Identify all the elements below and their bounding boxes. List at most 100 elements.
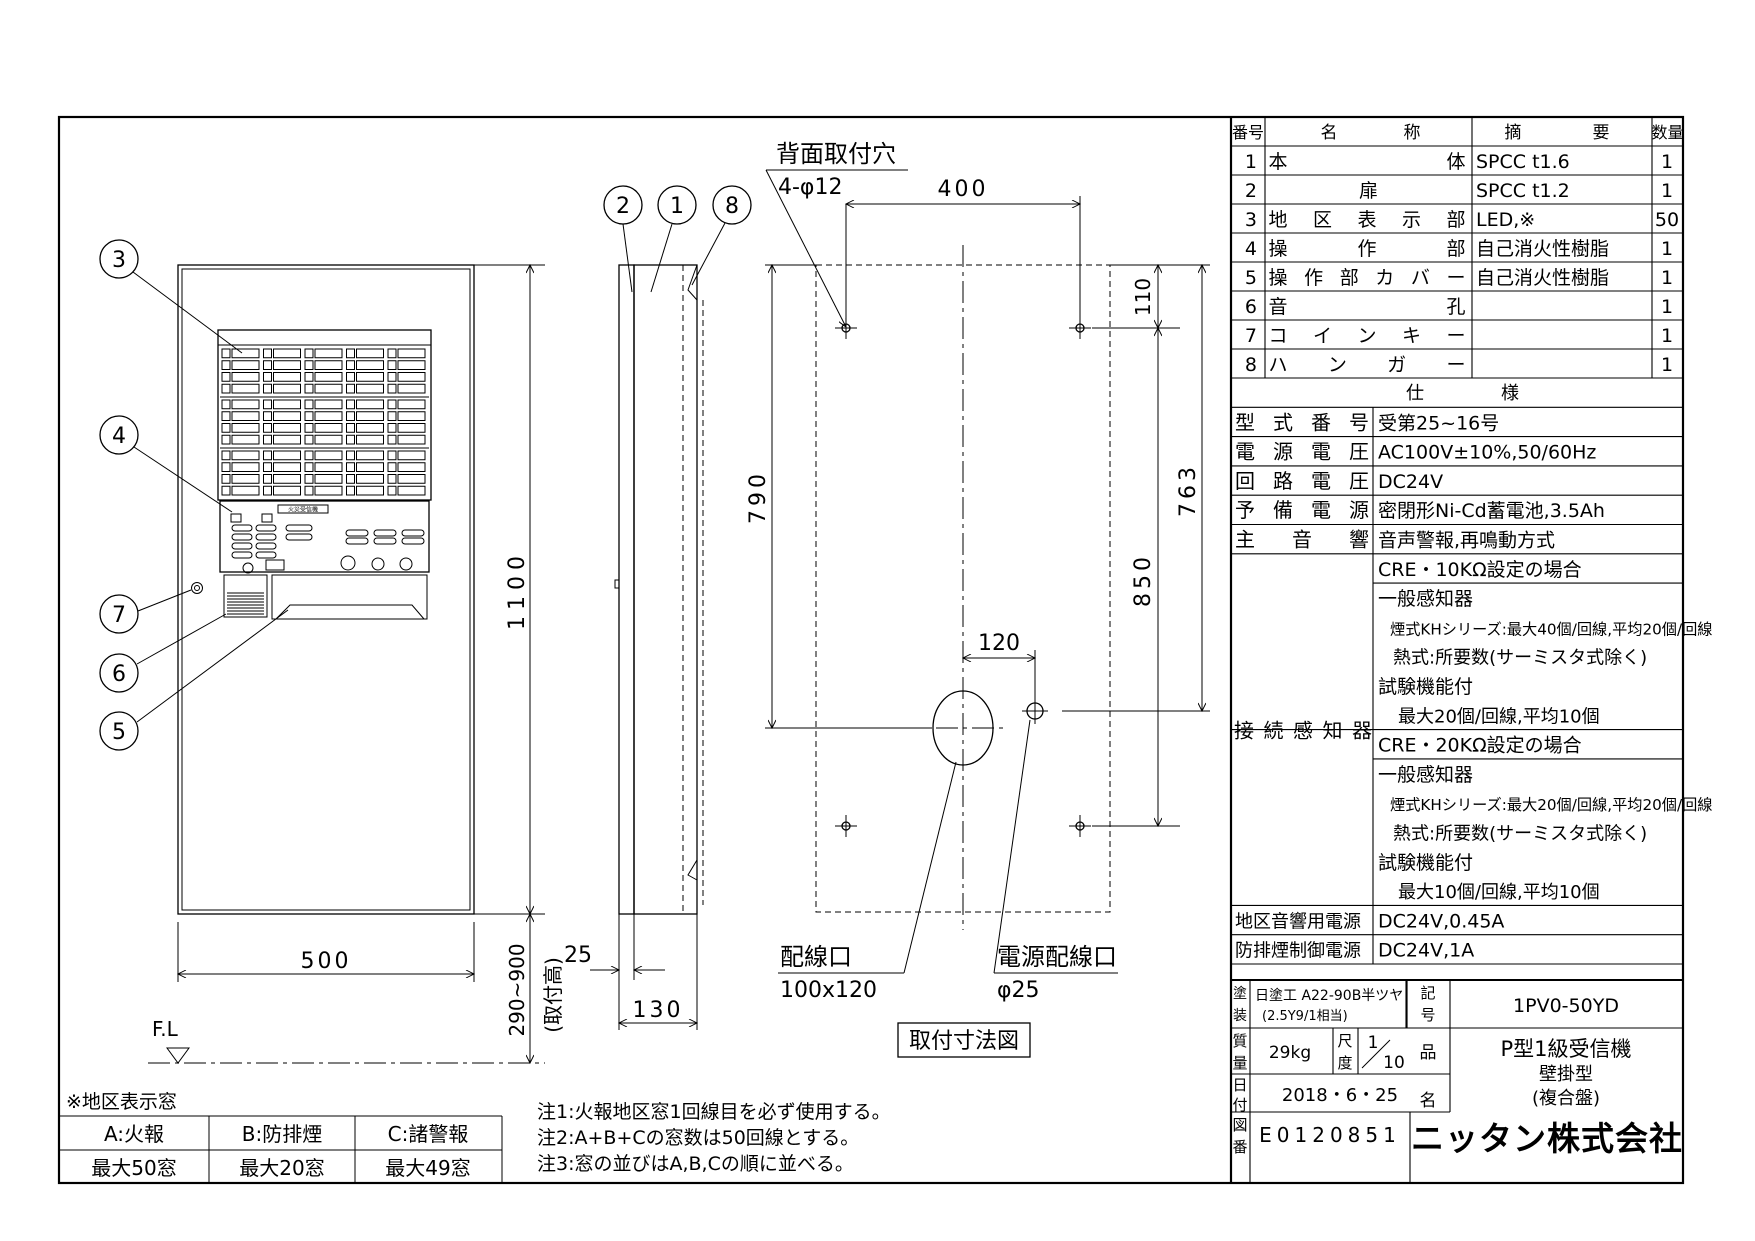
power-label: 電源配線口 — [997, 943, 1117, 971]
zone-led — [221, 450, 231, 461]
detector-label: 接 — [1234, 719, 1254, 743]
zone-window-grid — [221, 348, 426, 496]
zone-window — [314, 411, 343, 421]
zone-window — [397, 360, 426, 370]
zone-window — [356, 383, 384, 394]
op-button — [255, 524, 277, 532]
zone-window — [273, 474, 301, 484]
spec-label: 番 — [1311, 410, 1331, 434]
zone-led — [346, 474, 355, 484]
part-no: 5 — [1245, 267, 1257, 289]
zone-window — [273, 485, 301, 496]
wiring-size: 100x120 — [780, 978, 877, 1003]
callout-1-label: 1 — [670, 194, 684, 219]
spec-label: 圧 — [1349, 469, 1369, 493]
zone-led — [263, 434, 272, 445]
spec-label: 回 — [1235, 469, 1255, 493]
part-spec: SPCC t1.2 — [1476, 180, 1570, 202]
callout-4 — [99, 415, 139, 455]
detector-general: 一般感知器 — [1378, 764, 1473, 786]
zone-led — [263, 411, 272, 421]
zone-led — [387, 411, 397, 421]
zone-led — [221, 462, 231, 472]
part-name: 区 — [1313, 209, 1332, 231]
callout-1 — [657, 185, 697, 225]
detector-label: 感 — [1293, 719, 1313, 743]
zone-window — [397, 372, 426, 382]
zone-window-table: ※地区表示窓 A:火報 B:防排煙 C:諸警報 最大50窓 最大20窓 最大49… — [59, 1091, 503, 1183]
spec-label: 電 — [1235, 440, 1255, 464]
zone-led — [304, 434, 314, 445]
note-2: 注2:A+B+Cの窓数は50回線とする。 — [537, 1127, 859, 1149]
part-qty: 1 — [1661, 325, 1673, 347]
zone-window — [273, 383, 301, 394]
zone-led — [221, 399, 231, 410]
zone-window — [273, 423, 301, 433]
part-name: 音 — [1268, 296, 1287, 318]
zone-led — [221, 372, 231, 382]
parts-header-spec: 摘 — [1505, 123, 1522, 143]
body-profile — [633, 264, 698, 915]
callout-4-label: 4 — [112, 424, 126, 449]
zone-window — [397, 411, 426, 421]
zone-window — [397, 450, 426, 461]
zone-window — [397, 462, 426, 472]
zone-led — [387, 399, 397, 410]
tb-label: 装 — [1233, 1008, 1247, 1024]
op-knob-2 — [371, 557, 385, 571]
tb-composite: (複合盤) — [1532, 1088, 1600, 1109]
tb-label: 名 — [1420, 1091, 1437, 1111]
part-name: 本 — [1268, 151, 1287, 173]
spec-label: 型 — [1235, 410, 1255, 434]
door-profile — [618, 264, 635, 915]
part-name: ン — [1357, 325, 1376, 347]
coin-key-inner — [194, 585, 200, 591]
part-name: カ — [1375, 267, 1394, 289]
tb-label: 度 — [1337, 1054, 1352, 1072]
part-name: キ — [1402, 325, 1421, 347]
zone-led — [221, 423, 231, 433]
op-button — [231, 551, 253, 559]
dim-mount-height-label: (取付高) — [541, 957, 565, 1033]
zone-led — [304, 423, 314, 433]
zone-window — [356, 360, 384, 370]
detector-smoke: 煙式KHシリーズ:最大40個/回線,平均20個/回線 — [1390, 620, 1712, 638]
dim-width: 500 — [301, 949, 352, 974]
zone-led — [346, 411, 355, 421]
parts-header-spec: 要 — [1593, 123, 1610, 143]
zone-led — [263, 348, 272, 359]
tb-label: 品 — [1420, 1043, 1437, 1063]
zone-window — [397, 434, 426, 445]
op-indicator — [261, 513, 273, 523]
spec-value: 密閉形Ni-Cd蓄電池,3.5Ah — [1378, 500, 1605, 522]
callout-3 — [99, 239, 139, 279]
zone-window — [314, 383, 343, 394]
power-size: φ25 — [997, 978, 1040, 1003]
dim-mount-height: 290~900 — [505, 943, 529, 1036]
tb-type: 壁掛型 — [1539, 1064, 1593, 1085]
zone-led — [304, 360, 314, 370]
zone-led — [304, 485, 314, 496]
part-name: 部 — [1446, 209, 1465, 231]
part-name: 操 — [1268, 238, 1287, 260]
op-button — [345, 529, 369, 537]
zone-led — [221, 474, 231, 484]
spec-title: 様 — [1501, 383, 1519, 404]
zone-led — [221, 485, 231, 496]
spec-label: 式 — [1273, 410, 1293, 434]
zone-window — [356, 485, 384, 496]
callout-7 — [99, 594, 139, 634]
detector-mode: CRE・10KΩ設定の場合 — [1378, 559, 1582, 581]
zone-led — [387, 348, 397, 359]
detector-test-value: 最大10個/回線,平均10個 — [1398, 882, 1600, 903]
tb-product: P型1級受信機 — [1500, 1037, 1631, 1061]
part-name: イ — [1313, 325, 1332, 347]
zone-window — [356, 450, 384, 461]
detector-smoke: 煙式KHシリーズ:最大20個/回線,平均20個/回線 — [1390, 796, 1712, 814]
tb-label: 日 — [1232, 1076, 1247, 1094]
zone-header-c: C:諸警報 — [388, 1122, 469, 1146]
part-name: 表 — [1357, 209, 1376, 231]
part-no: 6 — [1245, 296, 1257, 318]
zone-value-b: 最大20窓 — [239, 1156, 324, 1180]
zone-window — [314, 450, 343, 461]
